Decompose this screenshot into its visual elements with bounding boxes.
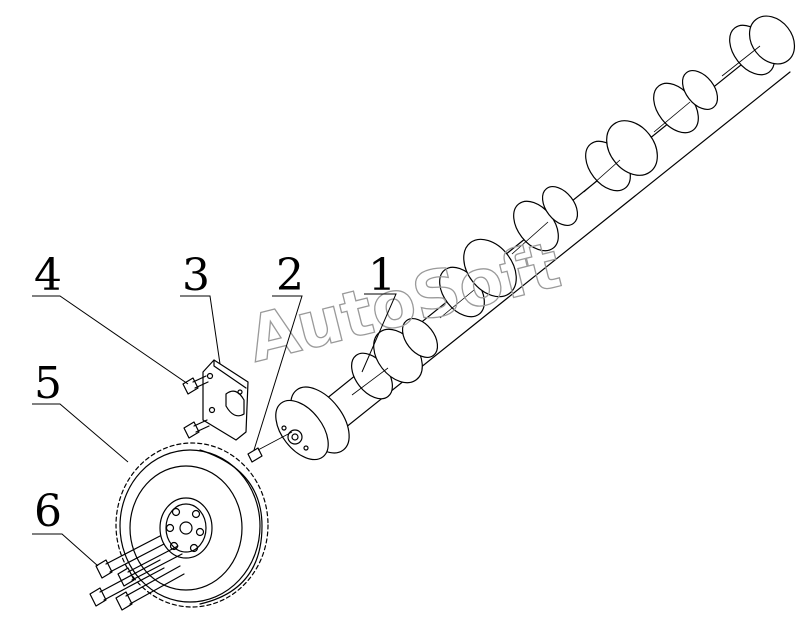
shaft-detail-lines xyxy=(351,45,761,396)
callout-5: 5 xyxy=(32,358,129,463)
cam-lobes xyxy=(351,15,796,400)
callout-3: 3 xyxy=(180,250,221,365)
callout-6-label: 6 xyxy=(34,486,62,537)
callout-4-label: 4 xyxy=(34,250,62,301)
callout-5-label: 5 xyxy=(34,358,62,409)
callout-2: 2 xyxy=(253,250,304,451)
plate-bolts xyxy=(182,375,210,439)
callout-2-label: 2 xyxy=(276,250,304,301)
front-journal xyxy=(275,386,350,461)
callout-1-label: 1 xyxy=(368,250,396,301)
gear-bolt-d xyxy=(115,565,185,611)
plate-bolt-upper xyxy=(182,375,209,395)
callout-6: 6 xyxy=(32,486,99,567)
thrust-plate xyxy=(202,359,249,441)
callout-3-label: 3 xyxy=(182,250,210,301)
callout-4: 4 xyxy=(32,250,189,385)
gear-bolt-a xyxy=(95,535,165,579)
gear-bolts xyxy=(89,535,185,611)
gear-bolt-b xyxy=(117,545,183,587)
gear-hub xyxy=(159,497,213,559)
plate-bolt-lower xyxy=(183,419,210,439)
camshaft-gear xyxy=(115,442,269,608)
gear-bolt-c xyxy=(89,559,165,607)
camshaft xyxy=(275,15,796,461)
callout-1: 1 xyxy=(361,250,397,373)
woodruff-key xyxy=(247,431,293,463)
